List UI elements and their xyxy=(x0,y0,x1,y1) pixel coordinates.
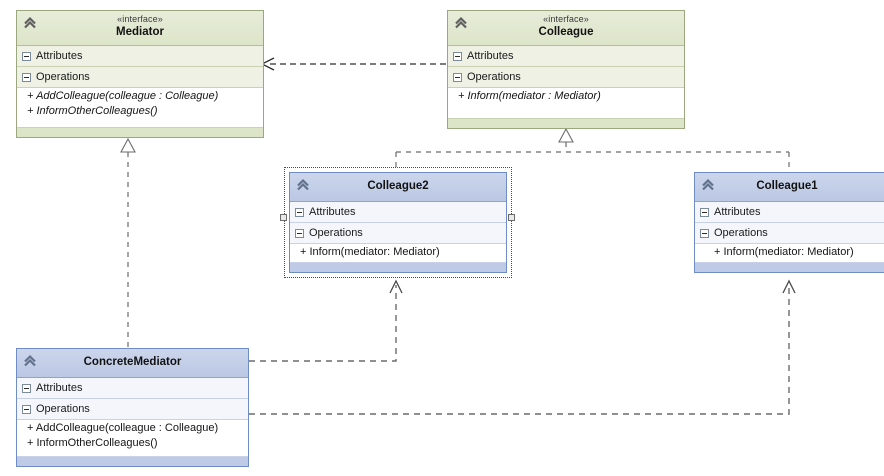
operation-item[interactable]: + Inform(mediator : Mediator) xyxy=(458,90,601,102)
operations-label: Operations xyxy=(467,71,521,83)
colleague-stereotype: «interface» xyxy=(543,14,589,24)
colleague-title: Colleague xyxy=(538,26,594,38)
mediator-stereotype: «interface» xyxy=(117,14,163,24)
collapse-minus-icon[interactable] xyxy=(700,228,709,238)
uml-class-mediator[interactable]: «interface» Mediator Attributes Operatio… xyxy=(16,10,264,138)
attributes-label: Attributes xyxy=(467,50,514,62)
colleague-footer xyxy=(448,119,684,128)
operation-item[interactable]: + InformOtherColleagues() xyxy=(27,105,158,117)
colleague1-title: Colleague1 xyxy=(756,180,818,192)
operations-label: Operations xyxy=(36,403,90,415)
selection-handle-right[interactable] xyxy=(508,214,515,221)
uml-class-colleague1[interactable]: Colleague1 Attributes Operations + Infor… xyxy=(694,172,884,273)
attributes-label: Attributes xyxy=(36,382,83,394)
collapse-minus-icon[interactable] xyxy=(22,383,31,393)
collapse-minus-icon[interactable] xyxy=(453,72,462,82)
concretemediator-footer xyxy=(17,457,248,466)
colleague2-operations-list: + Inform(mediator: Mediator) xyxy=(290,244,506,263)
operations-label: Operations xyxy=(309,227,363,239)
mediator-operations-list: + AddColleague(colleague : Colleague) + … xyxy=(17,88,263,128)
concretemediator-operations-list: + AddColleague(colleague : Colleague) + … xyxy=(17,420,248,457)
colleague2-footer xyxy=(290,263,506,272)
colleague1-operations-list: + Inform(mediator: Mediator) xyxy=(695,244,884,263)
operations-label: Operations xyxy=(36,71,90,83)
concretemediator-title: ConcreteMediator xyxy=(83,356,182,368)
uml-class-colleague[interactable]: «interface» Colleague Attributes Operati… xyxy=(447,10,685,129)
colleague1-header: Colleague1 xyxy=(695,173,884,202)
connector-concretemediator-realizes-mediator xyxy=(120,137,136,347)
uml-class-colleague2[interactable]: Colleague2 Attributes Operations + Infor… xyxy=(289,172,507,273)
connector-colleague-realization-tree xyxy=(395,127,790,170)
operation-item[interactable]: + InformOtherColleagues() xyxy=(27,437,158,449)
colleague1-operations-compartment[interactable]: Operations xyxy=(695,223,884,244)
collapse-minus-icon[interactable] xyxy=(453,51,462,61)
connector-colleague-uses-mediator xyxy=(260,57,446,71)
colleague-header: «interface» Colleague xyxy=(448,11,684,46)
concretemediator-header: ConcreteMediator xyxy=(17,349,248,378)
collapse-minus-icon[interactable] xyxy=(22,72,31,82)
collapse-minus-icon[interactable] xyxy=(22,404,31,414)
colleague1-footer xyxy=(695,263,884,272)
mediator-header: «interface» Mediator xyxy=(17,11,263,46)
colleague1-attributes-compartment[interactable]: Attributes xyxy=(695,202,884,223)
class-chevron-icon xyxy=(702,178,714,191)
mediator-footer xyxy=(17,128,263,137)
mediator-attributes-compartment[interactable]: Attributes xyxy=(17,46,263,67)
colleague-operations-list: + Inform(mediator : Mediator) xyxy=(448,88,684,119)
operation-item[interactable]: + AddColleague(colleague : Colleague) xyxy=(27,422,219,434)
attributes-label: Attributes xyxy=(36,50,83,62)
colleague2-attributes-compartment[interactable]: Attributes xyxy=(290,202,506,223)
operation-item[interactable]: + AddColleague(colleague : Colleague) xyxy=(27,90,219,102)
collapse-minus-icon[interactable] xyxy=(22,51,31,61)
collapse-minus-icon[interactable] xyxy=(295,228,304,238)
colleague2-title: Colleague2 xyxy=(367,180,429,192)
connector-concretemediator-uses-colleague2 xyxy=(249,279,403,362)
colleague2-header: Colleague2 xyxy=(290,173,506,202)
selection-handle-left[interactable] xyxy=(280,214,287,221)
interface-chevron-icon xyxy=(455,16,467,29)
connector-concretemediator-uses-colleague1 xyxy=(249,279,796,415)
operations-label: Operations xyxy=(714,227,768,239)
mediator-operations-compartment[interactable]: Operations xyxy=(17,67,263,88)
operation-item[interactable]: + Inform(mediator: Mediator) xyxy=(714,246,854,258)
concretemediator-operations-compartment[interactable]: Operations xyxy=(17,399,248,420)
colleague-operations-compartment[interactable]: Operations xyxy=(448,67,684,88)
attributes-label: Attributes xyxy=(309,206,356,218)
collapse-minus-icon[interactable] xyxy=(295,207,304,217)
mediator-title: Mediator xyxy=(116,26,164,38)
class-chevron-icon xyxy=(297,178,309,191)
uml-class-concretemediator[interactable]: ConcreteMediator Attributes Operations +… xyxy=(16,348,249,467)
colleague2-operations-compartment[interactable]: Operations xyxy=(290,223,506,244)
class-chevron-icon xyxy=(24,354,36,367)
interface-chevron-icon xyxy=(24,16,36,29)
attributes-label: Attributes xyxy=(714,206,761,218)
concretemediator-attributes-compartment[interactable]: Attributes xyxy=(17,378,248,399)
colleague-attributes-compartment[interactable]: Attributes xyxy=(448,46,684,67)
operation-item[interactable]: + Inform(mediator: Mediator) xyxy=(300,246,440,258)
collapse-minus-icon[interactable] xyxy=(700,207,709,217)
